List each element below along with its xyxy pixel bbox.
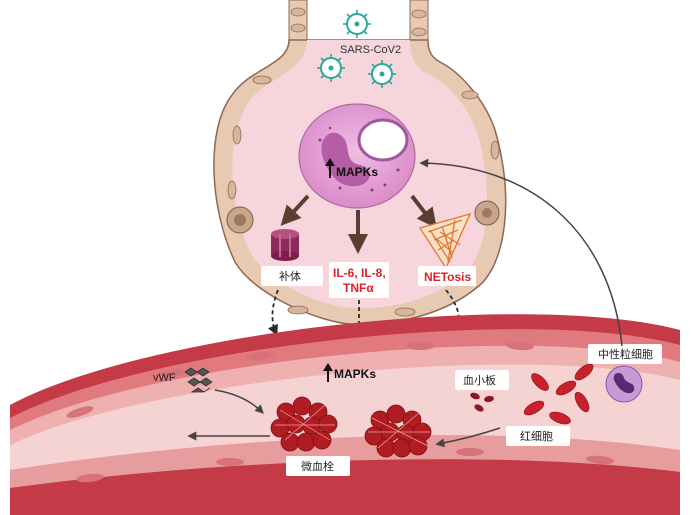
netosis-label: NETosis bbox=[424, 270, 471, 284]
arrow-vwf-to-clot bbox=[214, 389, 264, 414]
vessel-bottom-band bbox=[10, 459, 680, 515]
complement-label-box bbox=[261, 266, 323, 286]
cytokines-label-box bbox=[329, 262, 389, 298]
mapk-cell-label: MAPKs bbox=[336, 165, 378, 179]
macrophage-left bbox=[226, 206, 254, 234]
neutrophil-label-box bbox=[588, 344, 662, 364]
neutrophil-alveolus bbox=[298, 103, 416, 209]
cytokines-label-line2: TNFα bbox=[343, 281, 374, 295]
neutrophil-label: 中性粒细胞 bbox=[598, 347, 653, 361]
arrow-to-complement bbox=[280, 194, 310, 226]
virus-icon bbox=[368, 60, 396, 88]
virus-icon bbox=[343, 10, 371, 38]
virus-label: SARS-CoV2 bbox=[340, 44, 401, 56]
virus-icon bbox=[317, 54, 345, 82]
cytokines-label-line1: IL-6, IL-8, bbox=[333, 266, 386, 280]
microthrombus-icon bbox=[364, 404, 432, 458]
wall-cells bbox=[227, 7, 500, 317]
netosis-label-box bbox=[418, 266, 476, 286]
rbc-label-box bbox=[506, 426, 570, 446]
vwf-icon bbox=[184, 367, 213, 393]
flow-arrow-right bbox=[435, 427, 501, 448]
complement-icon bbox=[271, 229, 299, 261]
neutrophil-vessel bbox=[605, 365, 643, 403]
microthrombus-label: 微血栓 bbox=[301, 459, 334, 473]
platelet-label: 血小板 bbox=[463, 373, 496, 387]
platelet-label-box bbox=[455, 370, 509, 390]
macrophage-right bbox=[474, 200, 500, 226]
microthrombus-label-box bbox=[286, 456, 350, 476]
complement-label: 补体 bbox=[279, 269, 301, 283]
dashed-arrow-complement bbox=[267, 289, 279, 336]
rbc-icon bbox=[523, 363, 594, 425]
rbc-label: 红细胞 bbox=[520, 430, 553, 443]
blood-vessel bbox=[10, 314, 680, 515]
up-arrow-icon bbox=[325, 158, 335, 178]
arrow-neutrophil-recruitment bbox=[419, 158, 623, 347]
up-arrow-icon bbox=[323, 363, 333, 382]
mapk-vessel-label: MAPKs bbox=[334, 367, 376, 381]
net-icon bbox=[418, 213, 472, 270]
microthrombus-icon bbox=[270, 396, 338, 452]
vwf-label: vWF bbox=[153, 372, 176, 384]
nucleus-lobes bbox=[321, 132, 370, 187]
arrow-to-netosis bbox=[410, 194, 437, 229]
platelet-icon bbox=[470, 392, 494, 412]
